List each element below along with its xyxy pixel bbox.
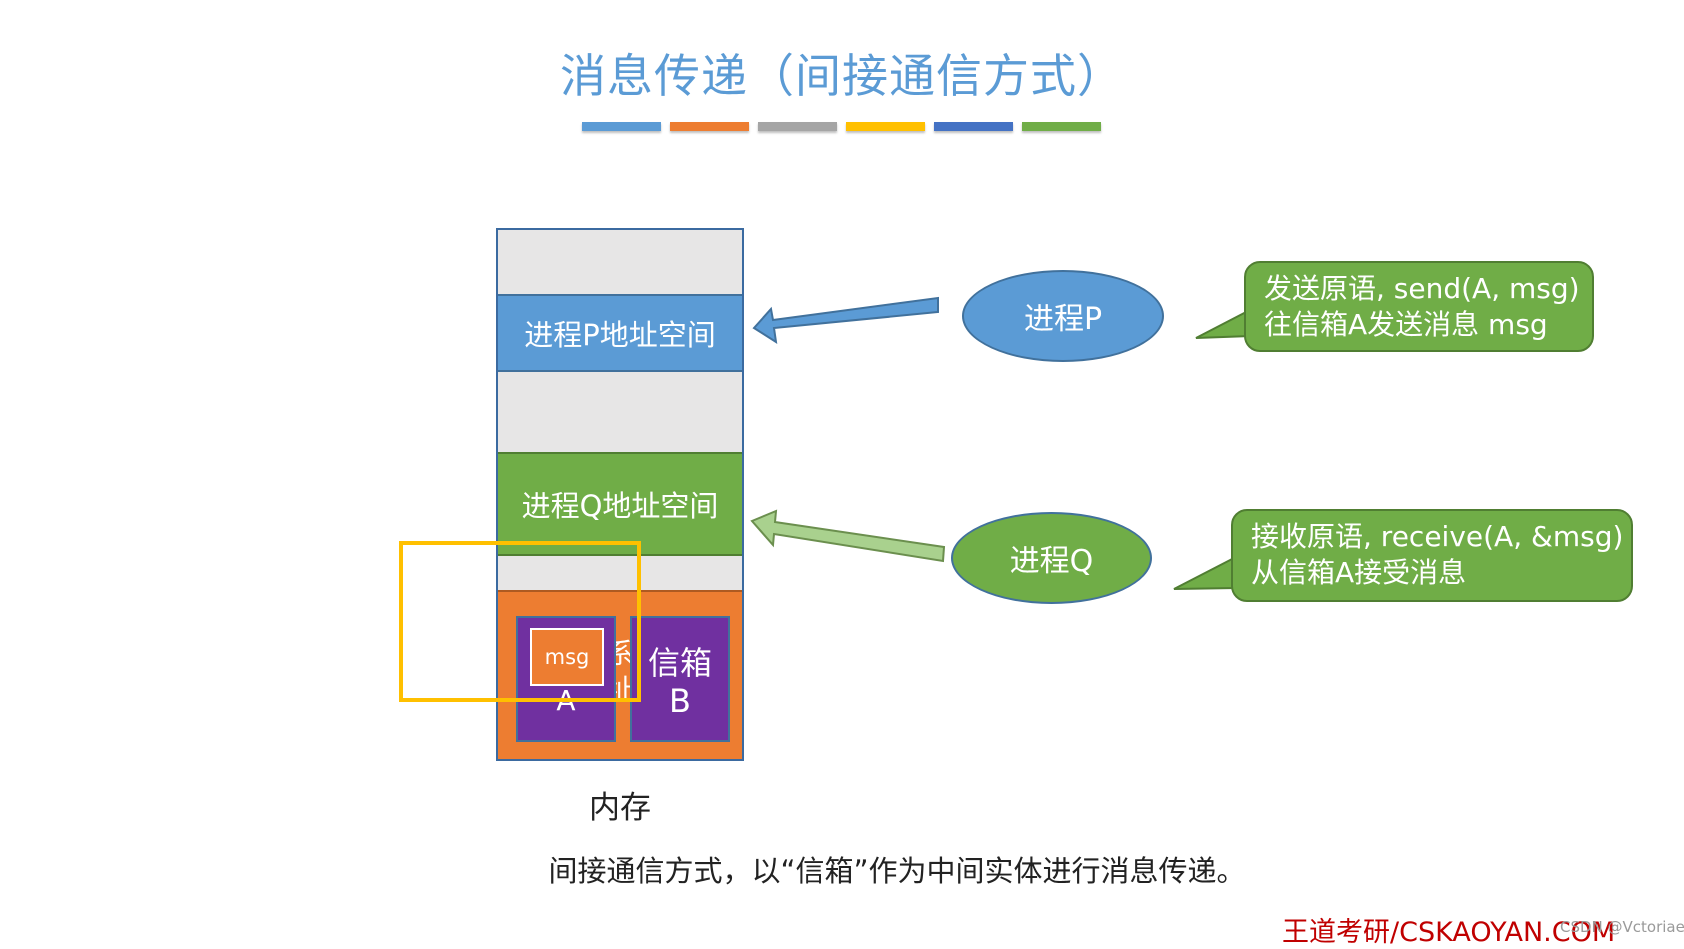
mailbox-b: 信箱 B	[630, 616, 730, 742]
process-q-address-space: 进程Q地址空间	[498, 452, 742, 556]
arrow-q-to-memory	[750, 509, 946, 563]
title-bar-6	[1022, 122, 1101, 131]
caption-text: 间接通信方式，以“信箱”作为中间实体进行消息传递。	[548, 854, 1246, 888]
callout-send-pointer	[1195, 308, 1251, 339]
watermark-credit: CSDN @Vctoriae	[1560, 918, 1684, 936]
process-q-address-space-label: 进程Q地址空间	[521, 489, 719, 523]
mailbox-a: msg A	[516, 616, 616, 742]
process-p-label: 进程P	[1023, 302, 1103, 337]
send-callout-line-1: 发送原语, send(A, msg)	[1264, 272, 1580, 305]
arrow-p-to-memory	[752, 296, 939, 345]
process-q-node: 进程Q	[951, 512, 1152, 604]
memory-label: 内存	[589, 790, 651, 826]
page-title: 消息传递（间接通信方式）	[560, 49, 1124, 103]
kernel-address-space: 系统 址 msg A 信箱 B	[498, 590, 742, 759]
process-q-label: 进程Q	[1009, 544, 1094, 579]
process-p-address-space-label: 进程P地址空间	[524, 318, 716, 352]
message-box: msg	[530, 628, 604, 686]
title-bar-1	[582, 122, 661, 131]
title-color-bars	[582, 122, 1102, 132]
receive-callout-line-1: 接收原语, receive(A, &msg)	[1251, 520, 1624, 553]
title-bar-4	[846, 122, 925, 131]
highlight-rectangle	[399, 541, 641, 702]
title-bar-5	[934, 122, 1013, 131]
title-bar-2	[670, 122, 749, 131]
receive-callout-line-2: 从信箱A接受消息	[1251, 556, 1467, 589]
callout-receive-pointer	[1173, 555, 1237, 590]
receive-primitive-callout: 接收原语, receive(A, &msg) 从信箱A接受消息	[1231, 509, 1633, 602]
send-callout-line-2: 往信箱A发送消息 msg	[1264, 308, 1548, 341]
process-p-address-space: 进程P地址空间	[498, 294, 742, 372]
send-primitive-callout: 发送原语, send(A, msg) 往信箱A发送消息 msg	[1244, 261, 1594, 352]
memory-column: 进程P地址空间 进程Q地址空间 系统 址 msg A 信箱 B	[496, 228, 744, 761]
process-p-node: 进程P	[962, 270, 1164, 362]
title-bar-3	[758, 122, 837, 131]
